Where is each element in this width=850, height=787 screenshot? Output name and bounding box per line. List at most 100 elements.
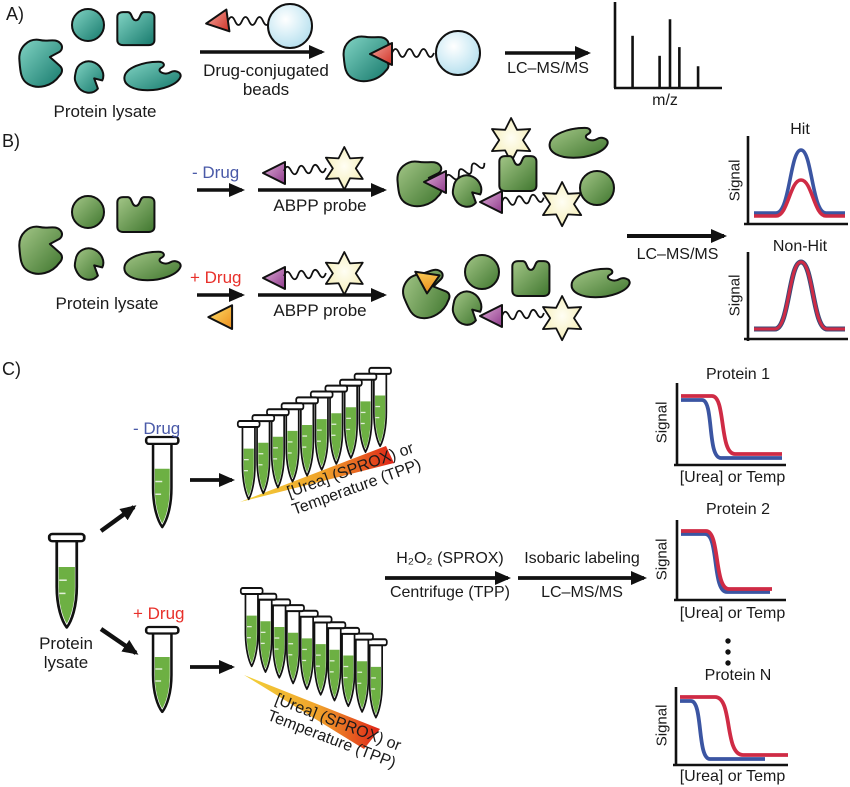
panel-c-label: C) [2, 359, 21, 379]
proteinN-title: Protein N [693, 667, 783, 685]
plus-drug-tube-icon [146, 627, 178, 712]
abpp-probe-bottom [263, 252, 363, 295]
abpp-probe-top [263, 147, 363, 190]
hit-title: Hit [760, 121, 840, 139]
probe-triangle-icon [480, 191, 502, 213]
lysate-tube-icon [49, 534, 84, 628]
linker-squiggle-icon [228, 17, 270, 25]
protein-circle-icon [72, 196, 104, 228]
arrow-branch-down [101, 629, 136, 653]
protein-arc-icon [572, 269, 630, 298]
minus-drug-label-b: - Drug [192, 163, 239, 182]
centrifuge-tpp-label: Centrifuge (TPP) [385, 584, 515, 602]
labeled-proteins-minus-drug [397, 118, 614, 226]
panel-b-lysate-label: Protein lysate [32, 294, 182, 313]
nonhit-title: Non-Hit [755, 238, 845, 256]
probe-star-icon [326, 147, 363, 190]
protein-kidney-icon [453, 291, 482, 324]
protein2-curve-blue [681, 534, 770, 592]
probe-triangle-icon [263, 267, 285, 289]
protein-arc-icon [550, 128, 608, 158]
probe-star-icon [326, 252, 363, 295]
abpp-probe-label-bottom: ABPP probe [255, 301, 385, 320]
free-drug-triangle-icon [208, 305, 232, 329]
protein-circle-icon [465, 255, 499, 289]
protein-kidney-icon [75, 61, 104, 92]
spectrum-peaks [633, 19, 699, 88]
hit-plot [744, 136, 848, 224]
drug-conjugated-beads-label: Drug-conjugated beads [196, 61, 336, 99]
protein-arc-icon [124, 62, 180, 91]
protein1-curve-blue [681, 400, 782, 458]
protein2-curve-red [681, 531, 772, 589]
bound-complex [344, 31, 480, 81]
minus-drug-label-c: - Drug [133, 419, 180, 438]
protein-kidney-icon [453, 175, 482, 206]
protein-ushape-icon [117, 12, 154, 45]
bead-icon [268, 4, 312, 48]
plus-drug-label-c: + Drug [133, 604, 185, 623]
plus-drug-label-b: + Drug [190, 268, 242, 287]
panel-a-label: A) [6, 4, 24, 24]
probe-triangle-icon [263, 162, 285, 184]
protein1-xlabel: [Urea] or Temp [670, 469, 795, 487]
probe-squiggle-icon [502, 309, 544, 320]
protein-circle-icon [580, 171, 614, 205]
protein2-ylabel: Signal [655, 519, 672, 599]
hit-ylabel: Signal [728, 140, 745, 220]
probe-squiggle-icon [502, 194, 545, 206]
nonhit-ylabel: Signal [728, 255, 745, 335]
arrow-branch-up [101, 507, 134, 531]
protein-circle-icon [72, 9, 104, 41]
protein-kidney-icon [75, 248, 104, 279]
proteinN-xlabel: [Urea] or Temp [670, 768, 795, 786]
ellipsis-dots [725, 638, 730, 665]
panel-a-lysate-cluster [19, 9, 180, 93]
protein2-title: Protein 2 [693, 501, 783, 519]
nonhit-plot [744, 252, 848, 341]
protein1-curve-red [681, 396, 782, 454]
protein-ushape-icon [499, 156, 536, 191]
protein2-xlabel: [Urea] or Temp [670, 605, 795, 623]
labeled-proteins-plus-drug [399, 255, 630, 340]
drug-triangle-icon [205, 10, 230, 35]
lcmsms-label-a: LC–MS/MS [498, 60, 598, 78]
panel-b-label: B) [2, 131, 20, 151]
hit-curve-red [754, 180, 845, 216]
probe-squiggle-icon [284, 164, 326, 175]
probe-star-icon [543, 182, 581, 226]
hit-axes [744, 136, 848, 224]
protein1-title: Protein 1 [693, 366, 783, 384]
drug-bead-conjugate [205, 4, 312, 48]
proteinN-plot [673, 687, 788, 766]
protein-blob-icon [19, 227, 62, 274]
probe-squiggle-icon [284, 269, 326, 280]
protein2-plot [674, 520, 786, 601]
linker-squiggle-icon [392, 49, 434, 57]
mass-spectrum [614, 2, 722, 88]
lcmsms-label-b: LC–MS/MS [620, 246, 735, 264]
panel-c-lysate-label: Protein lysate [26, 634, 106, 672]
mz-axis-label: m/z [635, 92, 695, 110]
protein1-ylabel: Signal [655, 382, 672, 462]
protein-ushape-icon [512, 261, 549, 296]
panel-a-lysate-label: Protein lysate [30, 102, 180, 121]
protein-blob-icon [19, 40, 62, 87]
nonhit-curve-blue [754, 262, 845, 329]
isobaric-labeling-label: Isobaric labeling [518, 550, 646, 568]
probe-triangle-icon [480, 305, 502, 327]
proteinN-ylabel: Signal [655, 685, 672, 765]
protein-ushape-icon [117, 197, 154, 232]
h2o2-sprox-label: H₂O₂ (SPROX) [390, 550, 510, 568]
nonhit-curve-red [754, 262, 845, 329]
minus-drug-tube-icon [146, 437, 178, 527]
bead-icon [436, 31, 480, 75]
protein-arc-icon [124, 252, 180, 281]
proteinN-curve-blue [680, 701, 765, 759]
panel-b-lysate-cluster [19, 196, 180, 280]
protein1-plot [674, 383, 786, 466]
probe-star-icon [543, 296, 581, 340]
lcmsms-label-c: LC–MS/MS [522, 584, 642, 602]
abpp-probe-label-top: ABPP probe [255, 196, 385, 215]
